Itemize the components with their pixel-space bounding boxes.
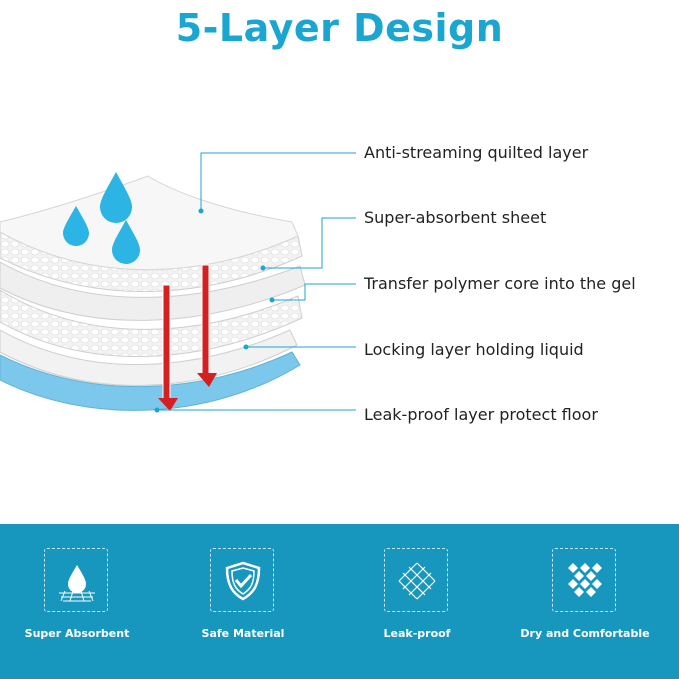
feature-label: Safe Material: [201, 627, 285, 640]
page-title: 5-Layer Design: [175, 6, 504, 50]
red-arrow-icon: [158, 284, 178, 411]
feature-icon-box: [210, 548, 274, 612]
transfer-core-layer: [0, 289, 303, 357]
water-drop-icon: [100, 172, 132, 223]
feature-super-absorbent: Super Absorbent: [12, 548, 142, 658]
diamond-grid-icon: [568, 563, 602, 597]
feature-dry-comfortable: Dry and Comfortable: [520, 548, 650, 658]
feature-icon-box: [552, 548, 616, 612]
leader-line-1: [200, 152, 356, 211]
absorbent-drop-icon: [59, 565, 95, 602]
feature-label: Super Absorbent: [24, 627, 130, 640]
water-drop-icon: [63, 206, 89, 246]
red-arrow-icon: [197, 264, 217, 387]
locking-layer: [0, 329, 298, 386]
layer-label-leak-proof: Leak-proof layer protect floor: [364, 405, 598, 424]
top-layer: [0, 175, 299, 271]
feature-banner: Super Absorbent Safe Material Leak-proof: [0, 524, 679, 679]
feature-safe-material: Safe Material: [178, 548, 308, 658]
leak-proof-layer: [0, 351, 301, 411]
layer-label-super-absorbent: Super-absorbent sheet: [364, 208, 547, 227]
leader-line-2: [263, 217, 356, 269]
layer-label-transfer-core: Transfer polymer core into the gel: [364, 274, 636, 293]
feature-label: Leak-proof: [383, 627, 451, 640]
feature-label: Dry and Comfortable: [520, 627, 650, 640]
feature-icon-box: [384, 548, 448, 612]
layer-illustration: [0, 152, 356, 413]
feature-icon-box: [44, 548, 108, 612]
mesh-icon: [398, 562, 436, 600]
leader-line-3: [272, 283, 356, 301]
feature-leak-proof: Leak-proof: [352, 548, 482, 658]
layer-label-anti-streaming: Anti-streaming quilted layer: [364, 143, 589, 162]
water-drop-icon: [112, 220, 140, 264]
layer-label-locking: Locking layer holding liquid: [364, 340, 584, 359]
shield-check-icon: [225, 561, 261, 601]
